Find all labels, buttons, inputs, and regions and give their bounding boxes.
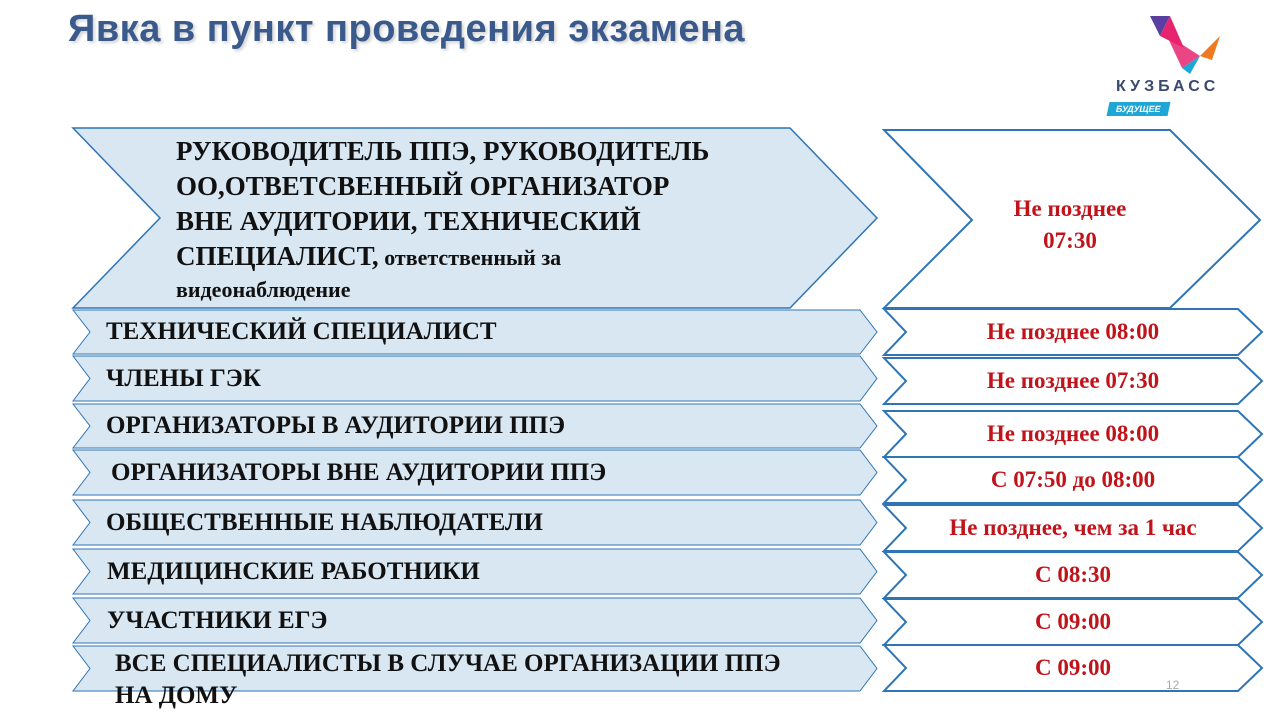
time-arrow-shape xyxy=(881,644,1264,692)
arrival-time: Не позднее 07:30 xyxy=(986,368,1160,393)
first-row-line4-bold: СПЕЦИАЛИСТ, xyxy=(176,241,379,271)
first-row-line4-small: ответственный за xyxy=(378,245,562,270)
arrival-time: Не позднее, чем за 1 час xyxy=(949,515,1197,540)
first-row-line2: ОО,ОТВЕТСВЕННЫЙ ОРГАНИЗАТОР xyxy=(176,171,670,201)
slide-title: Явка в пункт проведения экзамена xyxy=(68,8,746,50)
time-arrow-shape xyxy=(881,357,1264,405)
arrival-time: С 07:50 до 08:00 xyxy=(990,467,1156,492)
first-row-time-line2: 07:30 xyxy=(1043,228,1097,253)
role-arrow-shape xyxy=(71,645,878,692)
arrival-time: Не позднее 08:00 xyxy=(986,421,1160,446)
role-label: УЧАСТНИКИ ЕГЭ xyxy=(107,606,328,634)
kuzbass-logo: КУЗБАСС БУДУЩЕЕ xyxy=(1106,12,1273,122)
role-arrow-shape xyxy=(71,548,878,595)
role-arrow-shape xyxy=(71,127,879,309)
role-label: ОБЩЕСТВЕННЫЕ НАБЛЮДАТЕЛИ xyxy=(106,508,543,536)
arrival-time: С 09:00 xyxy=(1034,609,1112,634)
logo-mark-icon xyxy=(1150,16,1220,74)
role-arrow-shape xyxy=(71,597,878,644)
first-row-line5: видеонаблюдение xyxy=(176,277,351,302)
time-arrow-shape xyxy=(881,456,1264,504)
first-row-time: Не позднее 07:30 xyxy=(985,193,1155,257)
role-arrow-shape xyxy=(71,355,878,402)
page-number: 12 xyxy=(1166,678,1180,692)
arrival-time: С 08:30 xyxy=(1034,562,1112,587)
role-arrow-shape xyxy=(71,449,878,496)
first-row-line1: РУКОВОДИТЕЛЬ ППЭ, РУКОВОДИТЕЛЬ xyxy=(176,136,710,166)
role-arrow-shape xyxy=(71,309,878,355)
role-label: ОРГАНИЗАТОРЫ ВНЕ АУДИТОРИИ ППЭ xyxy=(111,458,607,486)
role-label-line1: ВСЕ СПЕЦИАЛИСТЫ В СЛУЧАЕ ОРГАНИЗАЦИИ ППЭ xyxy=(115,650,781,677)
role-label: ВСЕ СПЕЦИАЛИСТЫ В СЛУЧАЕ ОРГАНИЗАЦИИ ППЭ… xyxy=(115,648,781,712)
first-row-roles: РУКОВОДИТЕЛЬ ППЭ, РУКОВОДИТЕЛЬ ОО,ОТВЕТС… xyxy=(176,134,816,305)
role-label: ОРГАНИЗАТОРЫ В АУДИТОРИИ ППЭ xyxy=(106,412,566,439)
role-label: ЧЛЕНЫ ГЭК xyxy=(106,364,261,392)
first-row-line3: ВНЕ АУДИТОРИИ, ТЕХНИЧЕСКИЙ xyxy=(176,206,641,236)
role-arrow-shape xyxy=(71,403,878,449)
arrival-time: Не позднее 08:00 xyxy=(986,319,1160,344)
role-arrow-shape xyxy=(71,499,878,546)
time-arrow-shape xyxy=(881,308,1264,356)
role-label: МЕДИЦИНСКИЕ РАБОТНИКИ xyxy=(107,557,480,585)
role-label-line2: НА ДОМУ xyxy=(115,682,238,709)
logo-name: КУЗБАСС xyxy=(1116,78,1220,95)
first-row-time-line1: Не позднее xyxy=(1013,196,1127,221)
role-label: ТЕХНИЧЕСКИЙ СПЕЦИАЛИСТ xyxy=(106,318,497,345)
arrival-time: С 09:00 xyxy=(1034,655,1112,680)
first-row-line4: СПЕЦИАЛИСТ, ответственный за xyxy=(176,239,816,275)
